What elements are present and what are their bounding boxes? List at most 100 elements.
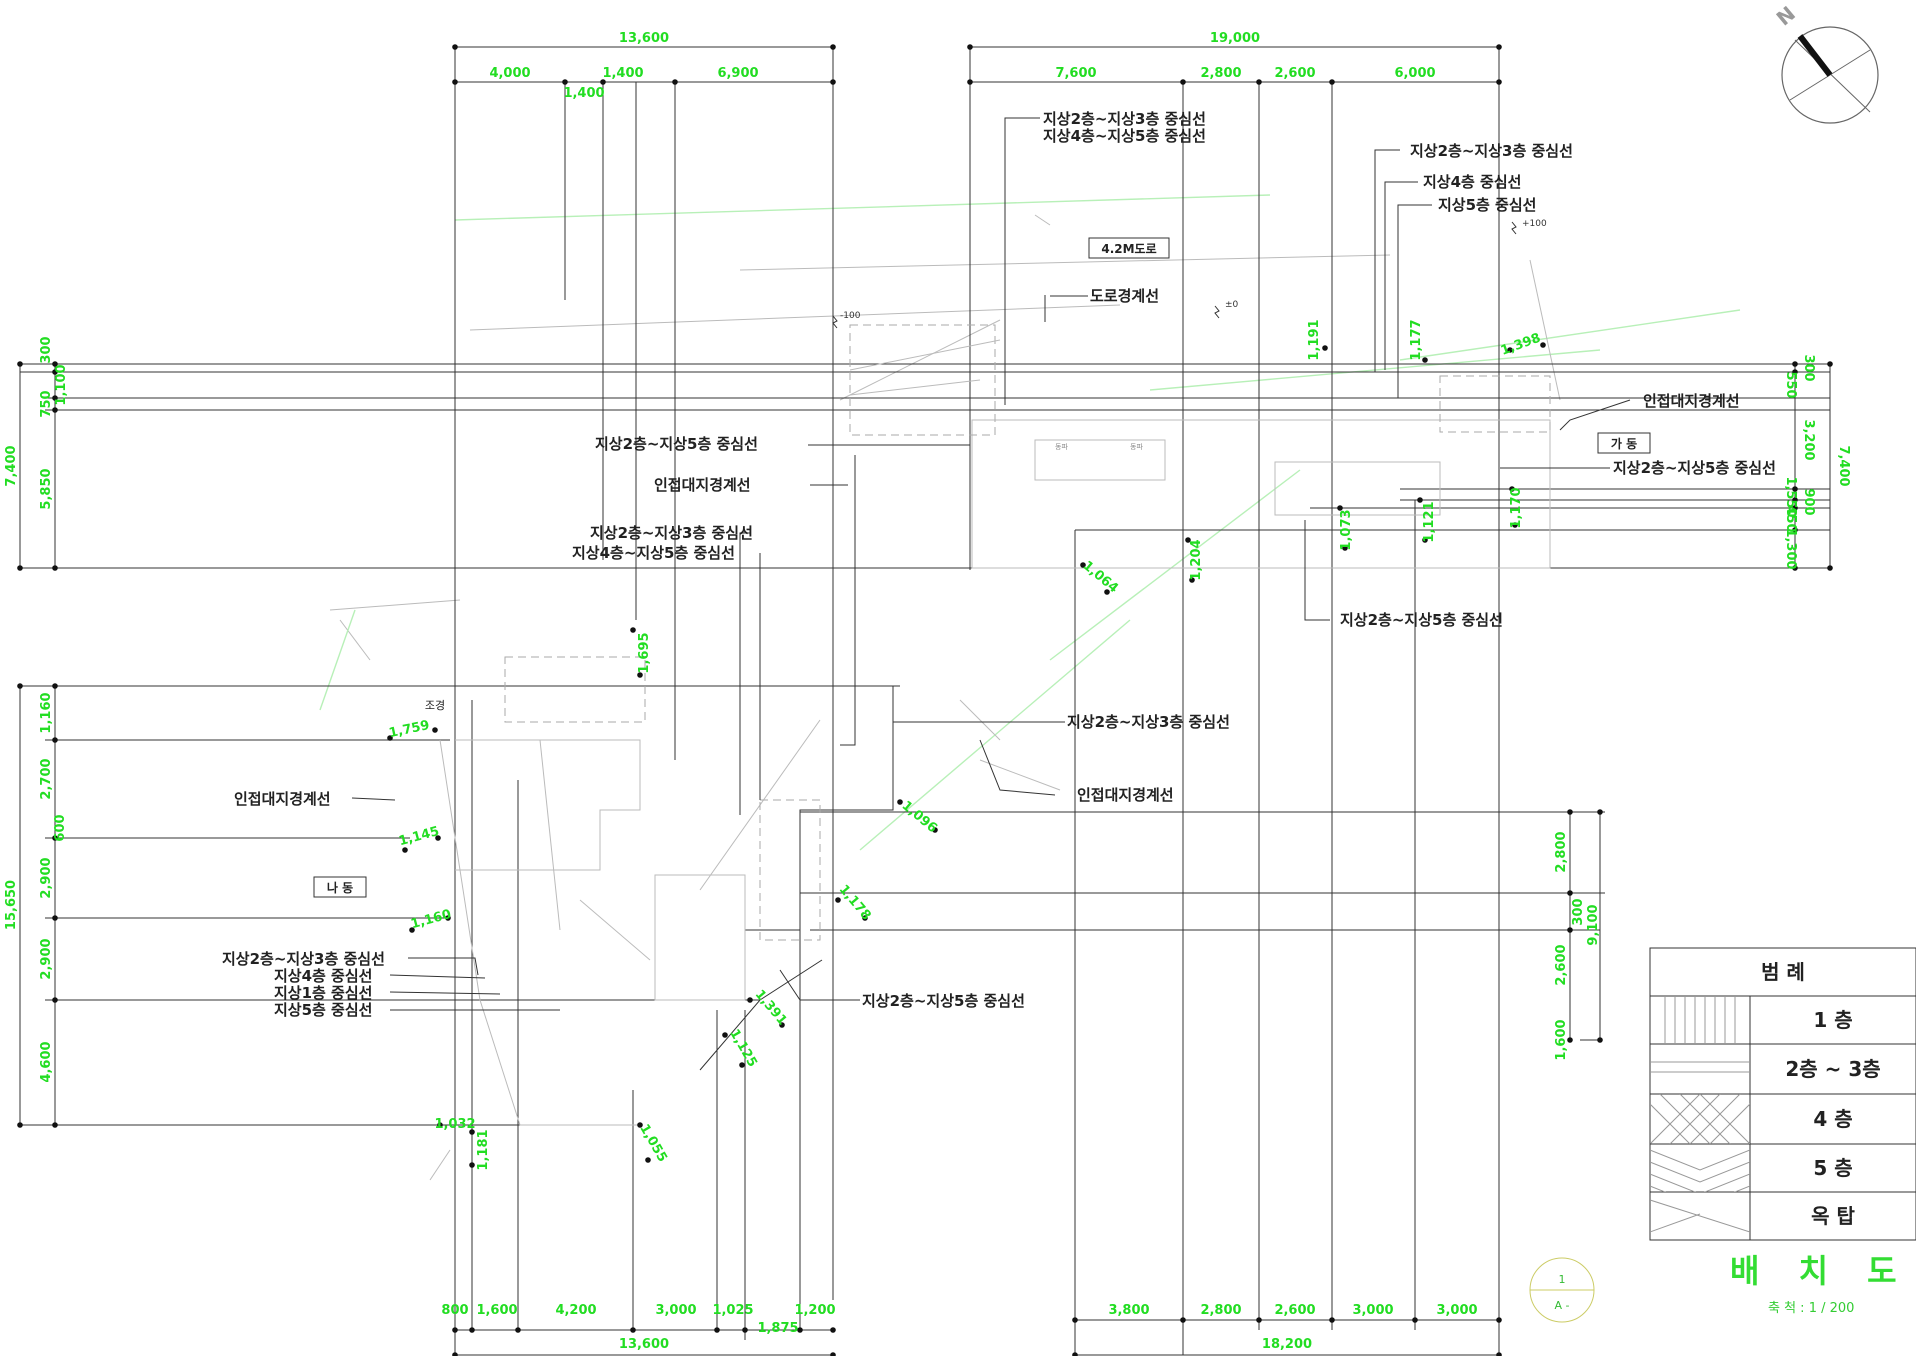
label-adjacent-boundary-mid: 인접대지경계선 (654, 476, 751, 494)
legend-row-4f: 4 층 (1813, 1107, 1852, 1131)
label-centerline-2-3F-mid: 지상2층~지상3층 중심선 (590, 524, 753, 542)
legend-swatch-1f (1664, 996, 1736, 1044)
dim-right-upper-5: 900 (1801, 488, 1816, 515)
dim-diag-14: 1,178 (836, 882, 874, 923)
dim-bottom-left-3: 4,200 (555, 1303, 596, 1318)
dim-right-upper-7: 1,300 (1783, 528, 1798, 569)
legend-row-2-3f: 2층 ~ 3층 (1785, 1057, 1880, 1081)
dim-right-lower-2: 300 (1571, 898, 1586, 925)
dimension-texts: 13,600 4,000 1,400 6,900 1,400 19,000 7,… (4, 31, 1851, 1352)
label-adjacent-boundary-right: 인접대지경계선 (1643, 392, 1740, 410)
dim-bottom-left-1: 800 (441, 1303, 468, 1318)
dim-top-right-total: 19,000 (1210, 31, 1260, 46)
dim-right-lower-1: 2,800 (1554, 831, 1569, 872)
dim-diag-18: 1,181 (476, 1129, 491, 1170)
building-ga-label: 가 동 (1611, 436, 1637, 451)
dim-top-left-3: 6,900 (717, 66, 758, 81)
dim-diag-11: 1,145 (397, 824, 441, 849)
dim-bottom-left-4: 3,000 (655, 1303, 696, 1318)
dim-top-right-4: 6,000 (1394, 66, 1435, 81)
dim-left-lower-total: 15,650 (4, 880, 19, 930)
dim-bottom-left-5: 1,025 (712, 1303, 753, 1318)
level-mark-minus: -100 (840, 311, 861, 321)
dim-bottom-left-6: 1,200 (794, 1303, 835, 1318)
dim-top-left-sub: 1,400 (563, 86, 604, 101)
dim-top-left-1: 4,000 (489, 66, 530, 81)
dim-diag-3: 1,398 (1499, 331, 1543, 359)
dim-left-upper-4: 5,850 (39, 468, 54, 509)
dim-left-lower-1: 1,160 (39, 692, 54, 733)
dim-bottom-left-total: 13,600 (619, 1337, 669, 1352)
dim-top-right-1: 7,600 (1055, 66, 1096, 81)
dim-right-lower-4: 1,600 (1554, 1019, 1569, 1060)
dim-right-lower-3: 2,600 (1554, 944, 1569, 985)
drawing-title: 배 치 도 (1730, 1252, 1911, 1290)
dim-left-upper-total: 7,400 (4, 445, 19, 486)
level-mark-zero: ±0 (1225, 300, 1239, 310)
dim-right-upper-1: 300 (1801, 354, 1816, 381)
label-centerline-2-3F-right: 지상2층~지상3층 중심선 (1410, 142, 1573, 160)
dim-diag-7: 1,121 (1422, 501, 1437, 542)
label-road-boundary: 도로경계선 (1090, 287, 1159, 305)
sheet-mark-number: 1 (1559, 1273, 1566, 1286)
label-lower-centerline-1F: 지상1층 중심선 (274, 984, 372, 1002)
dimension-dots (17, 44, 1833, 1356)
dim-diag-2: 1,177 (1409, 319, 1424, 360)
dim-diag-19: 1,055 (636, 1122, 670, 1165)
building-outlines: 동파 동파 (439, 324, 1551, 1126)
block-note-2: 동파 (1130, 442, 1143, 451)
legend-swatch-4f (1651, 1094, 1750, 1144)
label-adjacent-boundary-lower: 인접대지경계선 (1077, 786, 1174, 804)
legend-row-rooftop: 옥 탑 (1811, 1204, 1855, 1228)
dim-bottom-left-2: 1,600 (476, 1303, 517, 1318)
svg-text:N: N (1772, 1, 1800, 30)
legend-swatch-5f (1651, 1149, 1750, 1192)
road-width-box (1088, 237, 1170, 259)
dim-diag-8: 1,170 (1509, 487, 1524, 528)
dim-bottom-right-4: 3,000 (1352, 1303, 1393, 1318)
annotations: 지상2층~지상3층 중심선 지상4층~지상5층 중심선 지상2층~지상3층 중심… (222, 110, 1776, 1019)
dim-left-lower-5: 2,900 (39, 938, 54, 979)
dim-diag-12: 1,160 (409, 907, 453, 932)
label-lower-centerline-5F: 지상5층 중심선 (274, 1001, 372, 1019)
dim-diag-6: 1,073 (1339, 509, 1354, 550)
dim-top-left-total: 13,600 (619, 31, 669, 46)
dim-bottom-right-total: 18,200 (1262, 1337, 1312, 1352)
dim-left-lower-4: 2,900 (39, 857, 54, 898)
label-landscaping: 조경 (425, 699, 445, 712)
dim-bottom-right-3: 2,600 (1274, 1303, 1315, 1318)
dim-left-lower-2: 2,700 (39, 758, 54, 799)
level-mark-plus: +100 (1522, 219, 1547, 229)
dim-right-upper-total: 7,400 (1836, 445, 1851, 486)
grid-lines (454, 47, 1500, 1355)
label-centerline-2-3F-lower: 지상2층~지상3층 중심선 (1067, 713, 1230, 731)
dim-right-upper-3: 3,200 (1801, 419, 1816, 460)
level-symbol-3 (1511, 221, 1517, 235)
dim-right-upper-2: 550 (1783, 371, 1798, 398)
dim-left-upper-1: 300 (39, 336, 54, 363)
legend-row-1f: 1 층 (1813, 1008, 1852, 1032)
dim-diag-10: 1,759 (388, 718, 431, 741)
label-centerline-5F-right: 지상5층 중심선 (1438, 196, 1536, 214)
dim-left-upper-2: 1,100 (54, 364, 69, 405)
dim-right-lower-total: 9,100 (1586, 904, 1601, 945)
building-ga-box (1597, 432, 1651, 454)
dim-diag-13: 1,096 (899, 798, 940, 836)
dim-right-upper-6: 450 (1783, 505, 1798, 532)
legend: 범 례 1 층 2층 ~ 3층 4 층 5 층 옥 탑 (1649, 947, 1916, 1241)
label-lower-centerline-2-5F: 지상2층~지상5층 중심선 (862, 992, 1025, 1010)
label-centerline-4-5F-mid: 지상4층~지상5층 중심선 (572, 544, 735, 562)
dim-right-upper-4: 1,550 (1783, 476, 1798, 517)
dim-diag-5: 1,204 (1189, 539, 1204, 580)
block-note-1: 동파 (1055, 442, 1068, 451)
level-symbol-1 (832, 315, 838, 329)
drawing-scale: 축 척 : 1 / 200 (1768, 1301, 1854, 1316)
label-centerline-2-5F-right: 지상2층~지상5층 중심선 (1613, 459, 1776, 477)
dim-left-lower-6: 4,600 (39, 1041, 54, 1082)
dim-bottom-right-5: 3,000 (1436, 1303, 1477, 1318)
dim-diag-9: 1,695 (637, 632, 652, 673)
label-centerline-2-5F-lower: 지상2층~지상5층 중심선 (1340, 611, 1503, 629)
label-centerline-2-3F-top: 지상2층~지상3층 중심선 (1043, 110, 1206, 128)
label-centerline-4-5F-top: 지상4층~지상5층 중심선 (1043, 127, 1206, 145)
